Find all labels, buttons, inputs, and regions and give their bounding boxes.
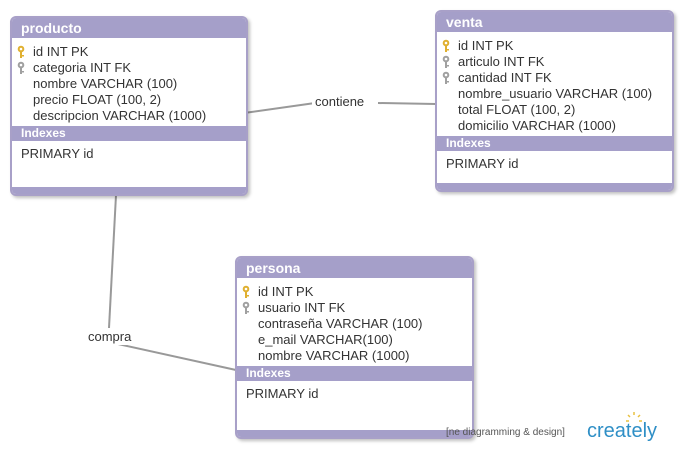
primary-key-icon [442, 39, 450, 52]
field-list: id INT PK articulo INT FK cantidad INT F… [437, 32, 672, 136]
relationship-label-compra[interactable]: compra [85, 329, 135, 345]
index-row[interactable]: PRIMARY id [446, 156, 519, 171]
entity-footer [237, 430, 472, 437]
foreign-key-icon [442, 71, 450, 84]
entity-title: venta [437, 12, 672, 32]
indexes-header: Indexes [12, 126, 246, 141]
field-row[interactable]: usuario INT FK [237, 300, 472, 316]
field-row[interactable]: nombre VARCHAR (100) [12, 76, 246, 92]
entity-title: producto [12, 18, 246, 38]
contiene-connector-right [377, 102, 437, 105]
field-row[interactable]: domicilio VARCHAR (1000) [437, 118, 672, 134]
field-text: contraseña VARCHAR (100) [258, 316, 423, 331]
index-row[interactable]: PRIMARY id [246, 386, 319, 401]
field-row[interactable]: nombre_usuario VARCHAR (100) [437, 86, 672, 102]
field-text: articulo INT FK [458, 54, 545, 69]
field-row[interactable]: precio FLOAT (100, 2) [12, 92, 246, 108]
foreign-key-icon [17, 61, 25, 74]
field-list: id INT PK categoria INT FK nombre VARCHA… [12, 38, 246, 126]
indexes-header: Indexes [237, 366, 472, 381]
entity-persona[interactable]: persona id INT PK usuario INT FK contras… [235, 256, 474, 439]
indexes-header: Indexes [437, 136, 672, 151]
field-row[interactable]: cantidad INT FK [437, 70, 672, 86]
field-row[interactable]: e_mail VARCHAR(100) [237, 332, 472, 348]
field-row[interactable]: id INT PK [237, 284, 472, 300]
field-row[interactable]: categoria INT FK [12, 60, 246, 76]
field-row[interactable]: articulo INT FK [437, 54, 672, 70]
foreign-key-icon [442, 55, 450, 68]
field-text: categoria INT FK [33, 60, 132, 75]
creately-logo[interactable]: creately [587, 420, 658, 442]
entity-footer [437, 183, 672, 190]
entity-venta[interactable]: venta id INT PK articulo INT FK cantidad… [435, 10, 674, 192]
entity-title: persona [237, 258, 472, 278]
field-row[interactable]: total FLOAT (100, 2) [437, 102, 672, 118]
relationship-label-contiene[interactable]: contiene [312, 94, 368, 110]
field-text: precio FLOAT (100, 2) [33, 92, 162, 107]
field-text: id INT PK [33, 44, 89, 59]
watermark-text: [ne diagramming & design] [446, 427, 565, 438]
primary-key-icon [17, 45, 25, 58]
compra-connector-lower [108, 341, 237, 371]
field-text: nombre_usuario VARCHAR (100) [458, 86, 653, 101]
foreign-key-icon [242, 301, 250, 314]
primary-key-icon [242, 285, 250, 298]
contiene-connector-left [243, 102, 316, 114]
index-row[interactable]: PRIMARY id [21, 146, 94, 161]
field-row[interactable]: id INT PK [437, 38, 672, 54]
entity-footer [12, 187, 246, 194]
field-text: cantidad INT FK [458, 70, 552, 85]
compra-connector-upper [108, 194, 117, 329]
field-text: e_mail VARCHAR(100) [258, 332, 393, 347]
field-text: id INT PK [458, 38, 514, 53]
field-text: usuario INT FK [258, 300, 346, 315]
field-row[interactable]: nombre VARCHAR (1000) [237, 348, 472, 364]
field-text: nombre VARCHAR (1000) [258, 348, 410, 363]
field-text: domicilio VARCHAR (1000) [458, 118, 616, 133]
entity-producto[interactable]: producto id INT PK categoria INT FK nomb… [10, 16, 248, 196]
field-row[interactable]: id INT PK [12, 44, 246, 60]
field-text: id INT PK [258, 284, 314, 299]
lightbulb-icon [626, 412, 642, 422]
field-text: nombre VARCHAR (100) [33, 76, 178, 91]
field-text: descripcion VARCHAR (1000) [33, 108, 207, 123]
field-row[interactable]: descripcion VARCHAR (1000) [12, 108, 246, 124]
field-text: total FLOAT (100, 2) [458, 102, 576, 117]
field-row[interactable]: contraseña VARCHAR (100) [237, 316, 472, 332]
field-list: id INT PK usuario INT FK contraseña VARC… [237, 278, 472, 366]
